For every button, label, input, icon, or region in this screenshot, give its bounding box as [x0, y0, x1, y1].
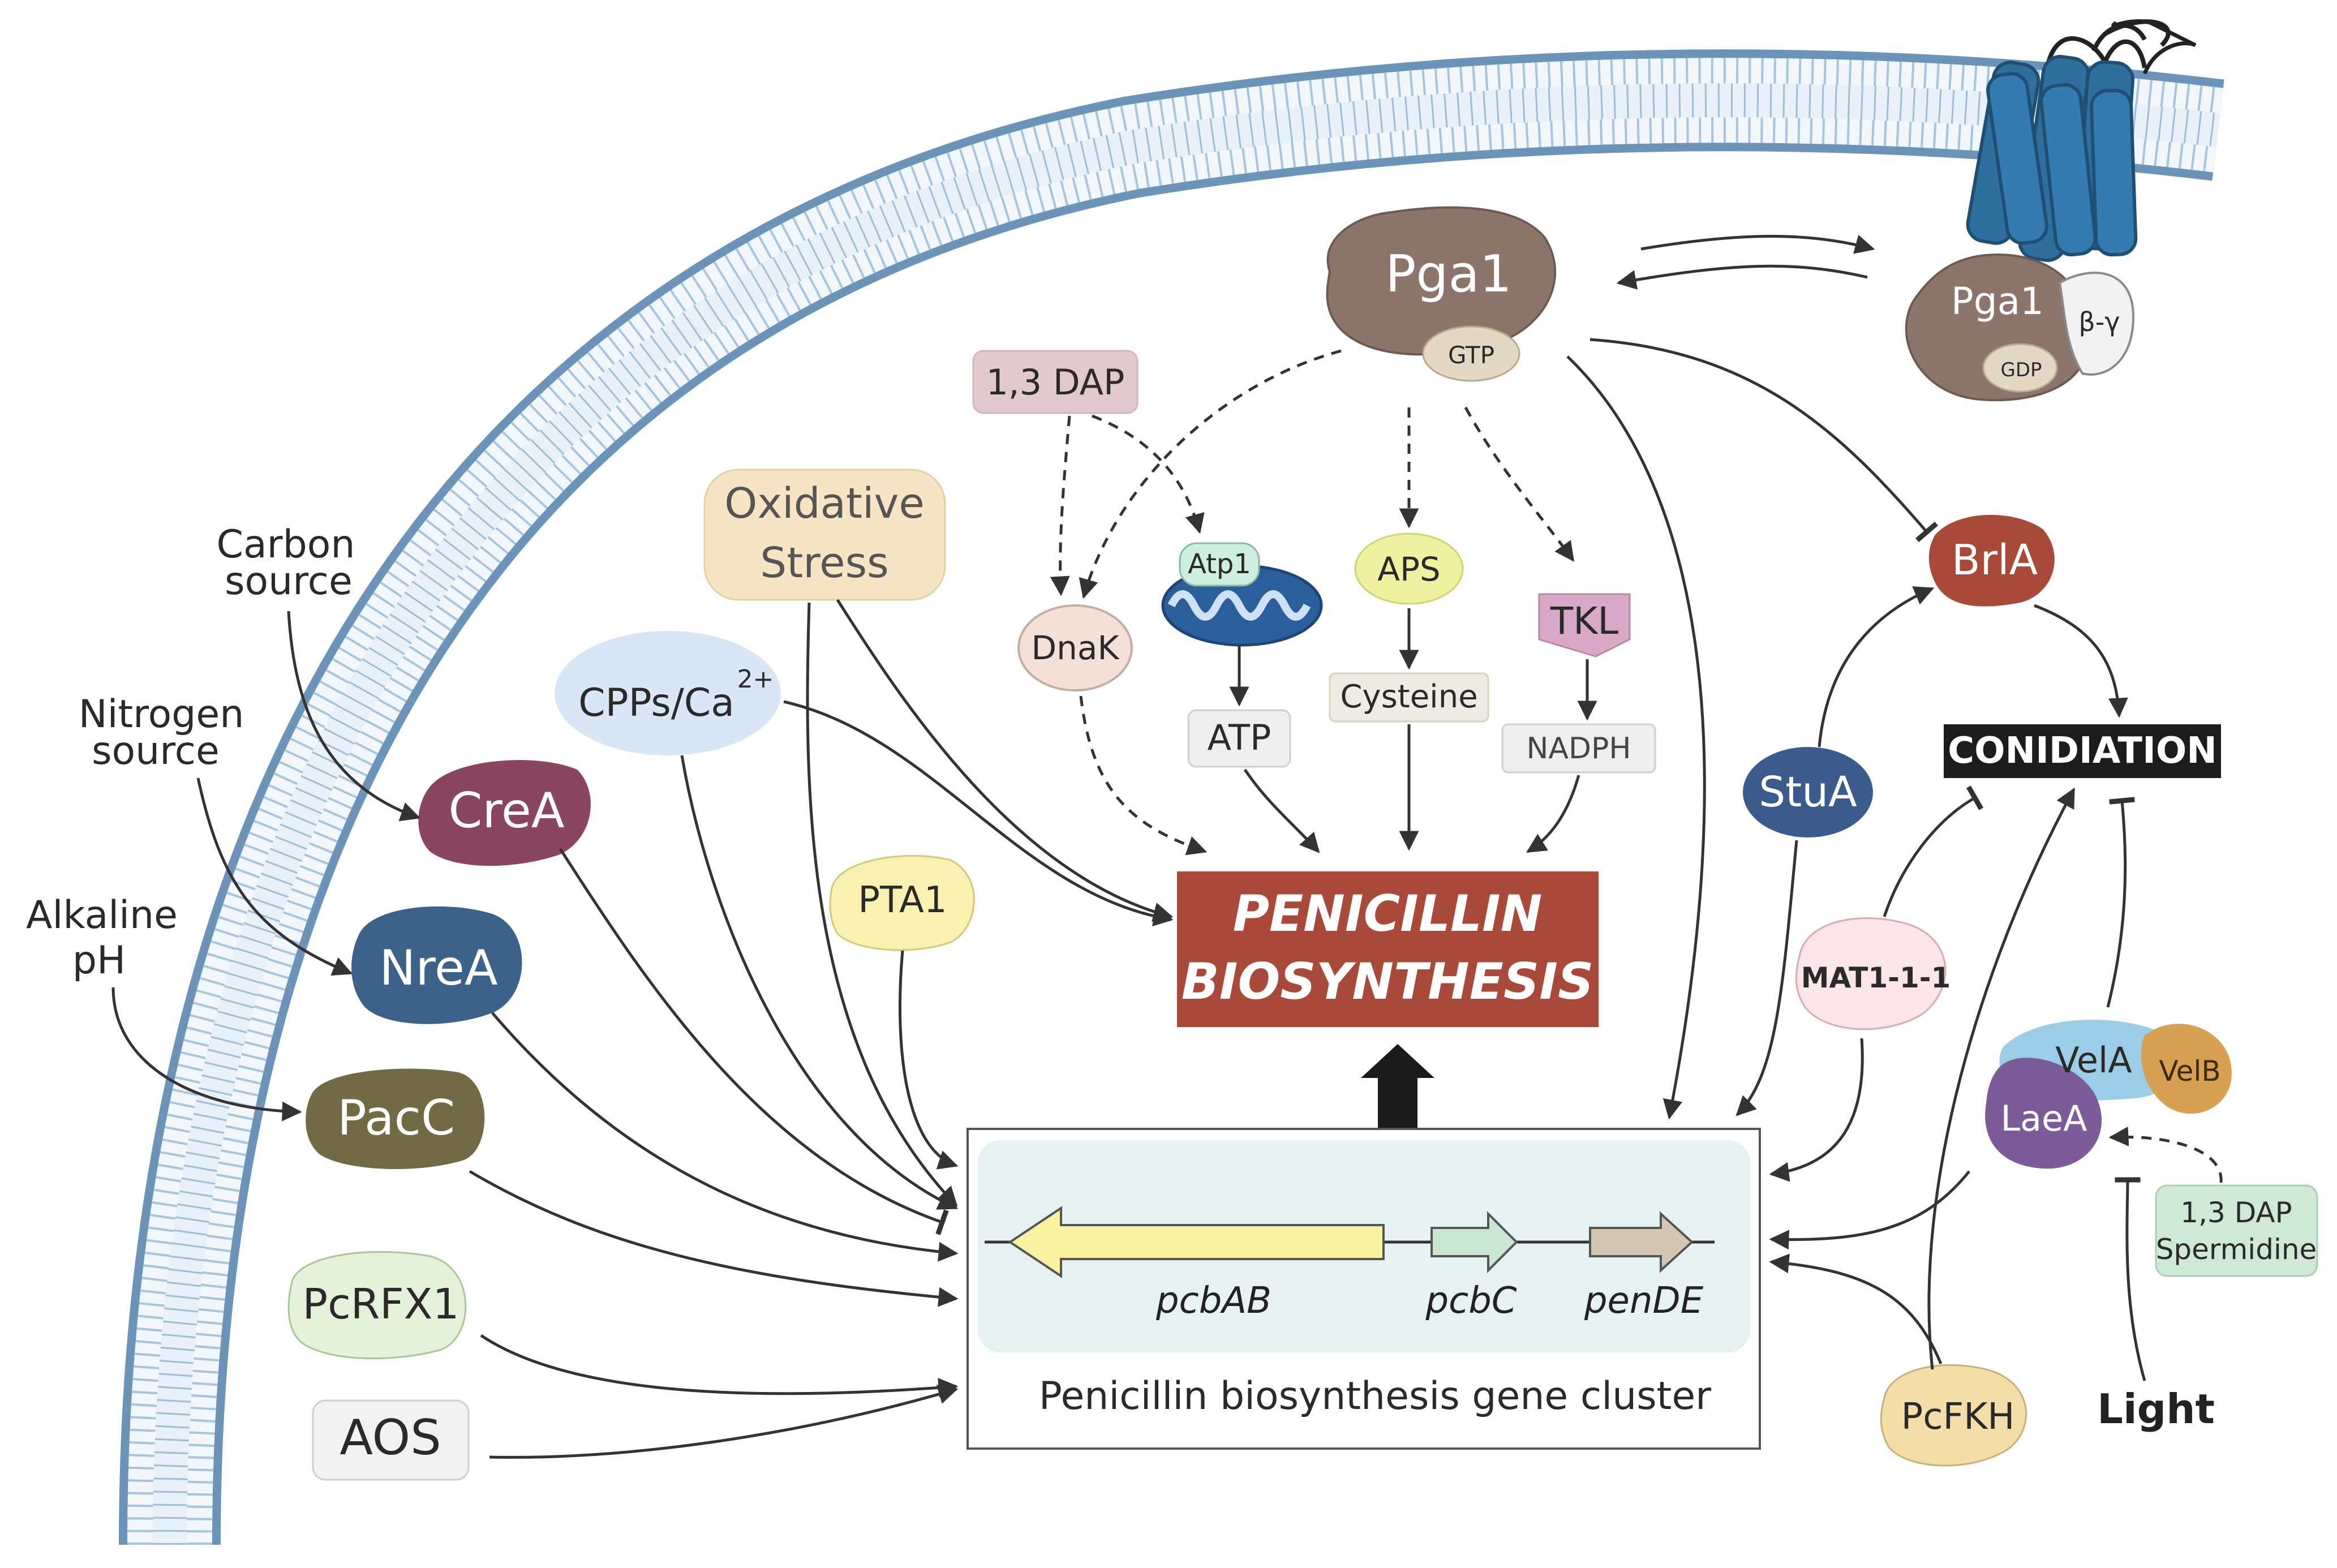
- penicillin-line1: PENICILLIN: [1233, 884, 1543, 943]
- pga1-label: Pga1: [1385, 244, 1512, 304]
- gdp-label: GDP: [2000, 359, 2042, 381]
- conidiation-label: CONIDIATION: [1948, 730, 2217, 772]
- dap-sperm-label-1: 1,3 DAP: [2180, 1196, 2292, 1229]
- aps-node: APS: [1354, 532, 1464, 605]
- cluster-to-penicillin-arrow: [1361, 1044, 1434, 1129]
- dap-top-node: 1,3 DAP: [972, 350, 1139, 414]
- atp1-node: Atp1: [1161, 542, 1323, 647]
- velvet-complex: VelA VelB LaeA: [1985, 1020, 2232, 1169]
- pcfkh-label: PcFKH: [1901, 1396, 2015, 1438]
- conidiation-node: CONIDIATION: [1944, 724, 2221, 778]
- svg-text:Nitrogen: Nitrogen: [79, 692, 244, 737]
- pga1-receptor-complex: Pga1 β-γ GDP: [1905, 253, 2135, 401]
- dap-top-label: 1,3 DAP: [986, 362, 1125, 403]
- stua-label: StuA: [1759, 768, 1857, 817]
- svg-text:source: source: [92, 729, 220, 774]
- svg-text:Carbon: Carbon: [217, 522, 355, 567]
- oxidative-label-2: Stress: [760, 539, 888, 587]
- pga1-receptor-label: Pga1: [1951, 280, 2044, 323]
- velb-label: VelB: [2159, 1055, 2220, 1088]
- gene-cluster-caption: Penicillin biosynthesis gene cluster: [1039, 1374, 1711, 1419]
- cpps-ca-node: CPPs/Ca 2+: [555, 631, 781, 755]
- gtp-label: GTP: [1448, 341, 1494, 369]
- svg-text:source: source: [225, 559, 353, 604]
- pta1-label: PTA1: [858, 879, 947, 921]
- nrea-label: NreA: [379, 940, 498, 996]
- cpps-ca-sup: 2+: [737, 665, 774, 694]
- aos-node: AOS: [312, 1399, 470, 1481]
- pga1-node: Pga1 GTP: [1326, 206, 1556, 382]
- svg-text:Alkaline: Alkaline: [26, 893, 178, 938]
- pende-gene-arrow: [1589, 1211, 1694, 1273]
- pcbab-gene-arrow: [1008, 1206, 1385, 1278]
- connectors: [111, 338, 2223, 1459]
- vela-label: VelA: [2055, 1039, 2132, 1081]
- penicillin-line2: BIOSYNTHESIS: [1182, 952, 1594, 1011]
- tkl-node: TKL: [1538, 593, 1631, 658]
- tkl-label: TKL: [1550, 599, 1619, 643]
- stua-node: StuA: [1743, 747, 1873, 837]
- svg-text:pH: pH: [72, 938, 126, 983]
- pacc-label: PacC: [337, 1090, 455, 1146]
- dap-sperm-label-2: Spermidine: [2156, 1233, 2317, 1266]
- light-label: Light: [2097, 1385, 2215, 1433]
- pcfkh-node: PcFKH: [1880, 1364, 2027, 1467]
- laea-label: LaeA: [2000, 1098, 2087, 1139]
- pende-label: penDE: [1584, 1280, 1704, 1322]
- dnak-node: DnaK: [1017, 604, 1133, 691]
- oxidative-label-1: Oxidative: [724, 479, 925, 528]
- pcrfx1-node: PcRFX1: [287, 1251, 467, 1360]
- brla-label: BrlA: [1952, 536, 2038, 585]
- dnak-label: DnaK: [1032, 629, 1120, 667]
- atp-node: ATP: [1187, 709, 1291, 768]
- dap-spermidine-node: 1,3 DAP Spermidine: [2155, 1184, 2318, 1277]
- carbon-source-label: Carbon source: [217, 522, 355, 604]
- cell-membrane: [119, 49, 2224, 1545]
- nitrogen-source-label: Nitrogen source: [79, 692, 244, 774]
- brla-node: BrlA: [1928, 514, 2055, 607]
- pcrfx1-label: PcRFX1: [302, 1280, 459, 1329]
- cpps-ca-label: CPPs/Ca: [578, 681, 734, 725]
- cysteine-node: Cysteine: [1329, 672, 1489, 723]
- atp1-label: Atp1: [1188, 548, 1251, 580]
- pcbab-label: pcbAB: [1155, 1280, 1271, 1322]
- cysteine-label: Cysteine: [1340, 678, 1477, 715]
- pcbc-gene-arrow: [1430, 1211, 1518, 1273]
- pga1-exchange-arrows: [1616, 234, 1875, 290]
- nrea-node: NreA: [351, 906, 522, 1024]
- nadph-label: NADPH: [1527, 732, 1631, 766]
- mat-label: MAT1-1-1: [1801, 961, 1951, 994]
- crea-label: CreA: [448, 783, 564, 839]
- aps-label: APS: [1377, 550, 1440, 588]
- pta1-node: PTA1: [829, 854, 975, 951]
- crea-node: CreA: [418, 760, 591, 866]
- alkaline-ph-label: Alkaline pH: [26, 893, 178, 983]
- pcbc-label: pcbC: [1425, 1280, 1517, 1322]
- gpcr-receptor: [1966, 19, 2197, 262]
- atp-label: ATP: [1208, 717, 1271, 758]
- aos-label: AOS: [340, 1410, 441, 1466]
- mat-node: MAT1-1-1: [1795, 917, 1951, 1030]
- nadph-node: NADPH: [1501, 723, 1656, 774]
- beta-gamma-label: β-γ: [2078, 307, 2120, 337]
- pacc-node: PacC: [306, 1068, 485, 1170]
- oxidative-stress-node: Oxidative Stress: [703, 469, 946, 601]
- gene-cluster-box: pcbAB pcbC penDE Penicillin biosynthesis…: [966, 1128, 1761, 1450]
- penicillin-biosynthesis-box: PENICILLIN BIOSYNTHESIS: [1177, 871, 1599, 1027]
